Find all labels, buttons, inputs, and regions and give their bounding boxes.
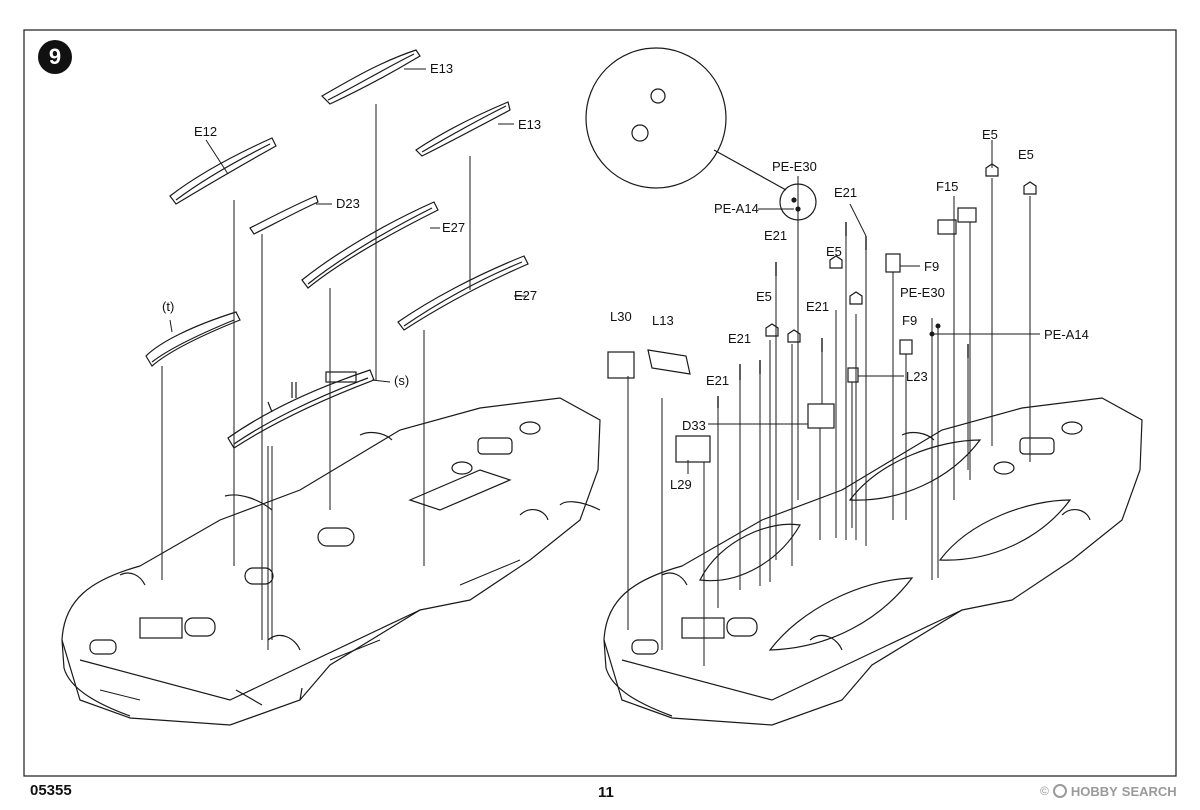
- boat-t: [145, 311, 241, 367]
- page-frame: [23, 29, 1177, 777]
- label-e21-e: E21: [706, 373, 730, 388]
- label-d23: D23: [336, 196, 360, 211]
- label-e21-b: E21: [764, 228, 788, 243]
- step-number: 9: [48, 44, 62, 69]
- label-l23: L23: [906, 369, 928, 384]
- watermark: © HOBBY SEARCH: [1040, 781, 1177, 801]
- label-pe-a14-b: PE-A14: [1044, 327, 1089, 342]
- label-e5-a: E5: [982, 127, 998, 142]
- label-e21-a: E21: [834, 185, 858, 200]
- boat-e27-a: [301, 201, 439, 289]
- label-e5-d: E5: [756, 289, 772, 304]
- pe-dots: [929, 323, 941, 337]
- label-e13-b: E13: [518, 117, 542, 132]
- label-pe-e30-b: PE-E30: [900, 285, 945, 300]
- label-t: (t): [162, 299, 175, 314]
- label-f9-a: F9: [924, 259, 940, 274]
- detail-magnifier: [585, 47, 817, 221]
- label-e13-a: E13: [430, 61, 454, 76]
- boat-s: [227, 369, 375, 449]
- leader-lines-right: [627, 140, 1040, 666]
- leader-lines-left: [161, 68, 526, 650]
- label-e5-b: E5: [1018, 147, 1034, 162]
- label-e5-c: E5: [826, 244, 842, 259]
- label-pe-e30-a: PE-E30: [772, 159, 817, 174]
- hull-left: [61, 397, 601, 726]
- page-number: 11: [598, 784, 614, 801]
- boat-e13-left-a: [321, 49, 421, 105]
- label-l13: L13: [652, 313, 674, 328]
- watermark-brand-b: SEARCH: [1121, 783, 1177, 799]
- label-f15: F15: [936, 179, 959, 194]
- label-l29: L29: [670, 477, 692, 492]
- label-f9-b: F9: [902, 313, 918, 328]
- pins: [717, 222, 969, 408]
- brand-logo-icon: [1052, 784, 1067, 798]
- boat-e12: [169, 137, 277, 205]
- copyright-symbol: ©: [1040, 784, 1049, 798]
- boat-d23: [249, 195, 319, 235]
- label-e27-b: E27: [514, 288, 538, 303]
- label-e12: E12: [194, 124, 218, 139]
- label-d33: D33: [682, 418, 706, 433]
- boat-e27-b: [397, 255, 529, 331]
- parts-right: [607, 163, 1037, 463]
- label-pe-a14-a: PE-A14: [714, 201, 759, 216]
- label-l30: L30: [610, 309, 632, 324]
- label-s: (s): [394, 373, 410, 388]
- watermark-brand-a: HOBBY: [1070, 783, 1118, 799]
- boat-e13-left-b: [415, 101, 511, 157]
- label-e21-d: E21: [728, 331, 752, 346]
- product-code: 05355: [30, 782, 72, 799]
- label-e21-c: E21: [806, 299, 830, 314]
- label-e27-a: E27: [442, 220, 466, 235]
- step-number-badge: 9: [38, 40, 72, 74]
- hull-right: [603, 397, 1143, 726]
